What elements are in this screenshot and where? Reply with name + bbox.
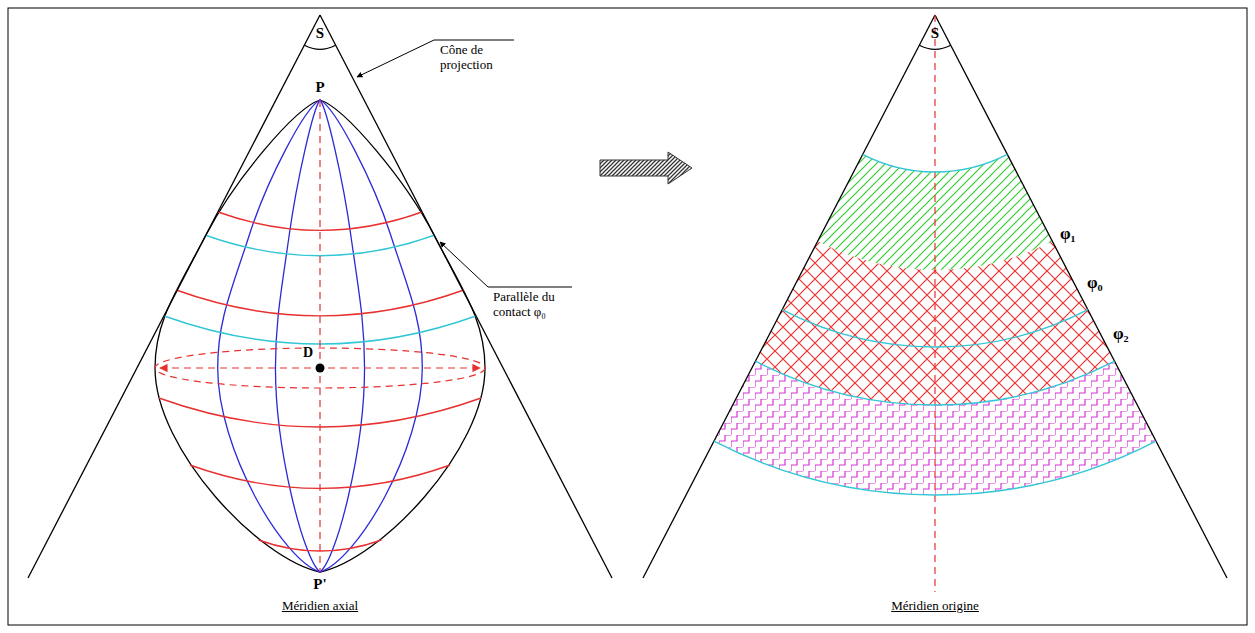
projection-cone <box>28 15 612 578</box>
parallel-label: φ₀ <box>1087 273 1103 293</box>
callout-text: Parallèle du contact φ₀ <box>493 290 577 320</box>
polar-axis <box>319 100 320 572</box>
origin-meridian-axis <box>934 15 935 592</box>
parallel-arc <box>863 154 1008 172</box>
parallel-arc <box>755 361 1114 405</box>
pole-label: P <box>315 79 324 96</box>
center-dot <box>316 364 325 373</box>
meridian-line <box>275 100 364 572</box>
ellipsoid-outline <box>155 100 485 572</box>
projected-parallels <box>714 154 1156 495</box>
transition-arrow <box>600 152 692 184</box>
pole-label: P' <box>313 576 326 593</box>
meridians <box>218 100 423 572</box>
ellipsoid <box>155 100 485 572</box>
meridian-line <box>218 100 423 572</box>
apex-label: S <box>931 25 939 42</box>
parallel-label: φ₂ <box>1113 324 1129 344</box>
projected-bands <box>714 154 1156 495</box>
parallel-arc <box>714 441 1156 495</box>
developed-cone <box>643 15 1227 592</box>
center-label: D <box>302 345 314 361</box>
callout-leaders <box>357 40 572 287</box>
meridian-caption: Méridien origine <box>891 599 979 614</box>
parallel-arc <box>782 310 1088 347</box>
apex-label: S <box>316 25 324 42</box>
frame <box>8 8 1247 625</box>
meridian-caption: Méridien axial <box>282 599 358 614</box>
callout-text: Cône de projection <box>440 43 516 73</box>
parallel-label: φ₁ <box>1060 224 1076 244</box>
